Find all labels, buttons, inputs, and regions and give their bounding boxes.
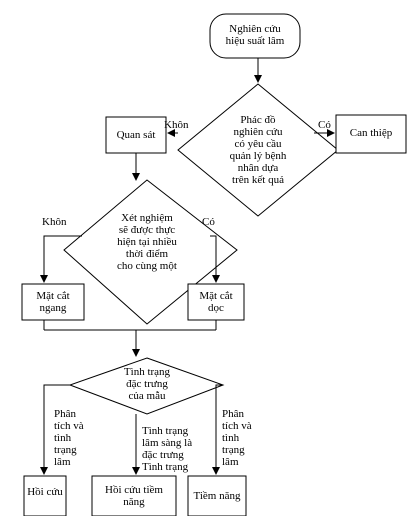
intervene-box-shape	[335, 114, 407, 154]
protocol-decision-label: Phác đồ nghiên cứu có yêu cầu quản lý bệ…	[229, 114, 287, 186]
retro-prospective-box-label: Hồi cứu tiềm năng	[105, 484, 163, 508]
edge-sample-to-retro	[40, 384, 70, 475]
observe-box-label: Quan sát	[116, 129, 156, 141]
timing-yes-label: Có	[202, 216, 215, 228]
edge-sample-to-prospective	[212, 384, 223, 475]
edge-timing-to-cross-section	[40, 235, 82, 283]
start-node-label: Nghiên cứu hiệu suất lâm	[225, 23, 285, 47]
retro-box-shape	[23, 475, 67, 516]
edge-timing-to-longitudinal	[210, 235, 220, 283]
cross-section-box-shape	[21, 283, 85, 321]
longitudinal-box-label: Mặt cắt dọc	[199, 290, 233, 314]
cross-section-box-label: Mặt cắt ngang	[36, 290, 70, 314]
protocol-no-label: Khôn	[164, 119, 189, 131]
sample-decision-shape	[68, 357, 225, 415]
timing-decision-shape	[63, 179, 238, 325]
timing-decision-label: Xét nghiệm sẽ được thực hiện tại nhiều t…	[117, 212, 177, 272]
retro-box-label: Hồi cứu	[27, 486, 63, 498]
sample-right-label: Phân tích và tình trạng lâm	[222, 408, 252, 468]
sample-left-label: Phân tích và tình trạng lâm	[54, 408, 84, 468]
prospective-box-label: Tiềm năng	[193, 490, 241, 502]
sample-middle-label: Tình trạng lâm sàng là đặc trưng Tình tr…	[142, 425, 193, 473]
start-node-shape	[209, 13, 301, 59]
observe-box-shape	[105, 116, 167, 154]
protocol-yes-label: Có	[318, 119, 331, 131]
sample-decision-label: Tình trạng đặc trưng của mẫu	[123, 366, 171, 402]
timing-no-label: Khôn	[42, 216, 67, 228]
intervene-box-label: Can thiệp	[349, 127, 393, 139]
prospective-box-shape	[187, 475, 247, 516]
protocol-decision-shape	[177, 83, 339, 217]
retro-prospective-box-shape	[91, 475, 177, 516]
